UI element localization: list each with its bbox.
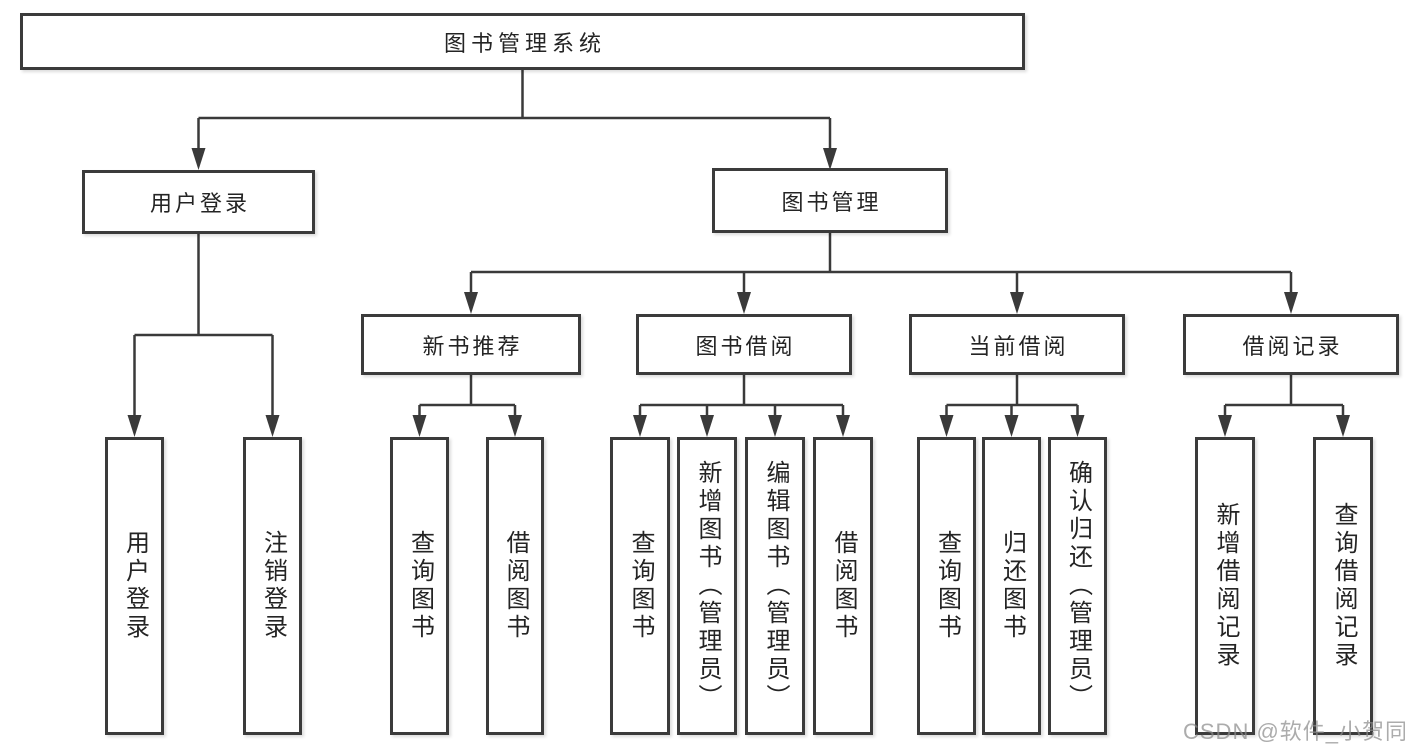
leaf-nb-query-books: 查询图书 — [390, 437, 449, 735]
leaf-nb-borrow-books: 借阅图书 — [486, 437, 544, 735]
node-new-book-recommend: 新书推荐 — [361, 314, 581, 375]
node-book-borrow: 图书借阅 — [636, 314, 852, 375]
leaf-br-query-record-label: 查询借阅记录 — [1330, 502, 1357, 670]
leaf-bb-query-books: 查询图书 — [610, 437, 670, 735]
leaf-bb-borrow-books-label: 借阅图书 — [830, 530, 857, 642]
leaf-user-login-label: 用户登录 — [121, 530, 149, 642]
leaf-cb-query-books: 查询图书 — [917, 437, 976, 735]
node-current-borrow: 当前借阅 — [909, 314, 1125, 375]
csdn-watermark: CSDN @软件_小贺同学 — [1183, 719, 1405, 744]
node-root: 图书管理系统 — [20, 13, 1025, 70]
node-borrow-records: 借阅记录 — [1183, 314, 1399, 375]
leaf-cb-query-books-label: 查询图书 — [933, 530, 961, 642]
leaf-nb-query-books-label: 查询图书 — [406, 530, 434, 642]
leaf-logout: 注销登录 — [243, 437, 302, 735]
leaf-cb-return-books: 归还图书 — [982, 437, 1041, 735]
leaf-bb-add-books-admin: 新增图书（管理员） — [677, 437, 737, 735]
leaf-user-login: 用户登录 — [105, 437, 164, 735]
leaf-logout-label: 注销登录 — [259, 530, 287, 642]
leaf-br-add-record-label: 新增借阅记录 — [1212, 502, 1239, 670]
leaf-bb-query-books-label: 查询图书 — [627, 530, 654, 642]
node-book-management: 图书管理 — [712, 168, 948, 233]
leaf-br-add-record: 新增借阅记录 — [1195, 437, 1255, 735]
leaf-bb-edit-books-admin: 编辑图书（管理员） — [745, 437, 805, 735]
leaf-br-query-record: 查询借阅记录 — [1313, 437, 1373, 735]
leaf-nb-borrow-books-label: 借阅图书 — [502, 530, 529, 642]
leaf-cb-confirm-return-admin-label: 确认归还（管理员） — [1064, 460, 1092, 712]
leaf-bb-add-books-admin-label: 新增图书（管理员） — [694, 460, 721, 712]
leaf-cb-confirm-return-admin: 确认归还（管理员） — [1048, 437, 1107, 735]
leaf-bb-edit-books-admin-label: 编辑图书（管理员） — [762, 460, 789, 712]
leaf-cb-return-books-label: 归还图书 — [998, 530, 1026, 642]
leaf-bb-borrow-books: 借阅图书 — [813, 437, 873, 735]
node-user-login: 用户登录 — [82, 170, 315, 234]
